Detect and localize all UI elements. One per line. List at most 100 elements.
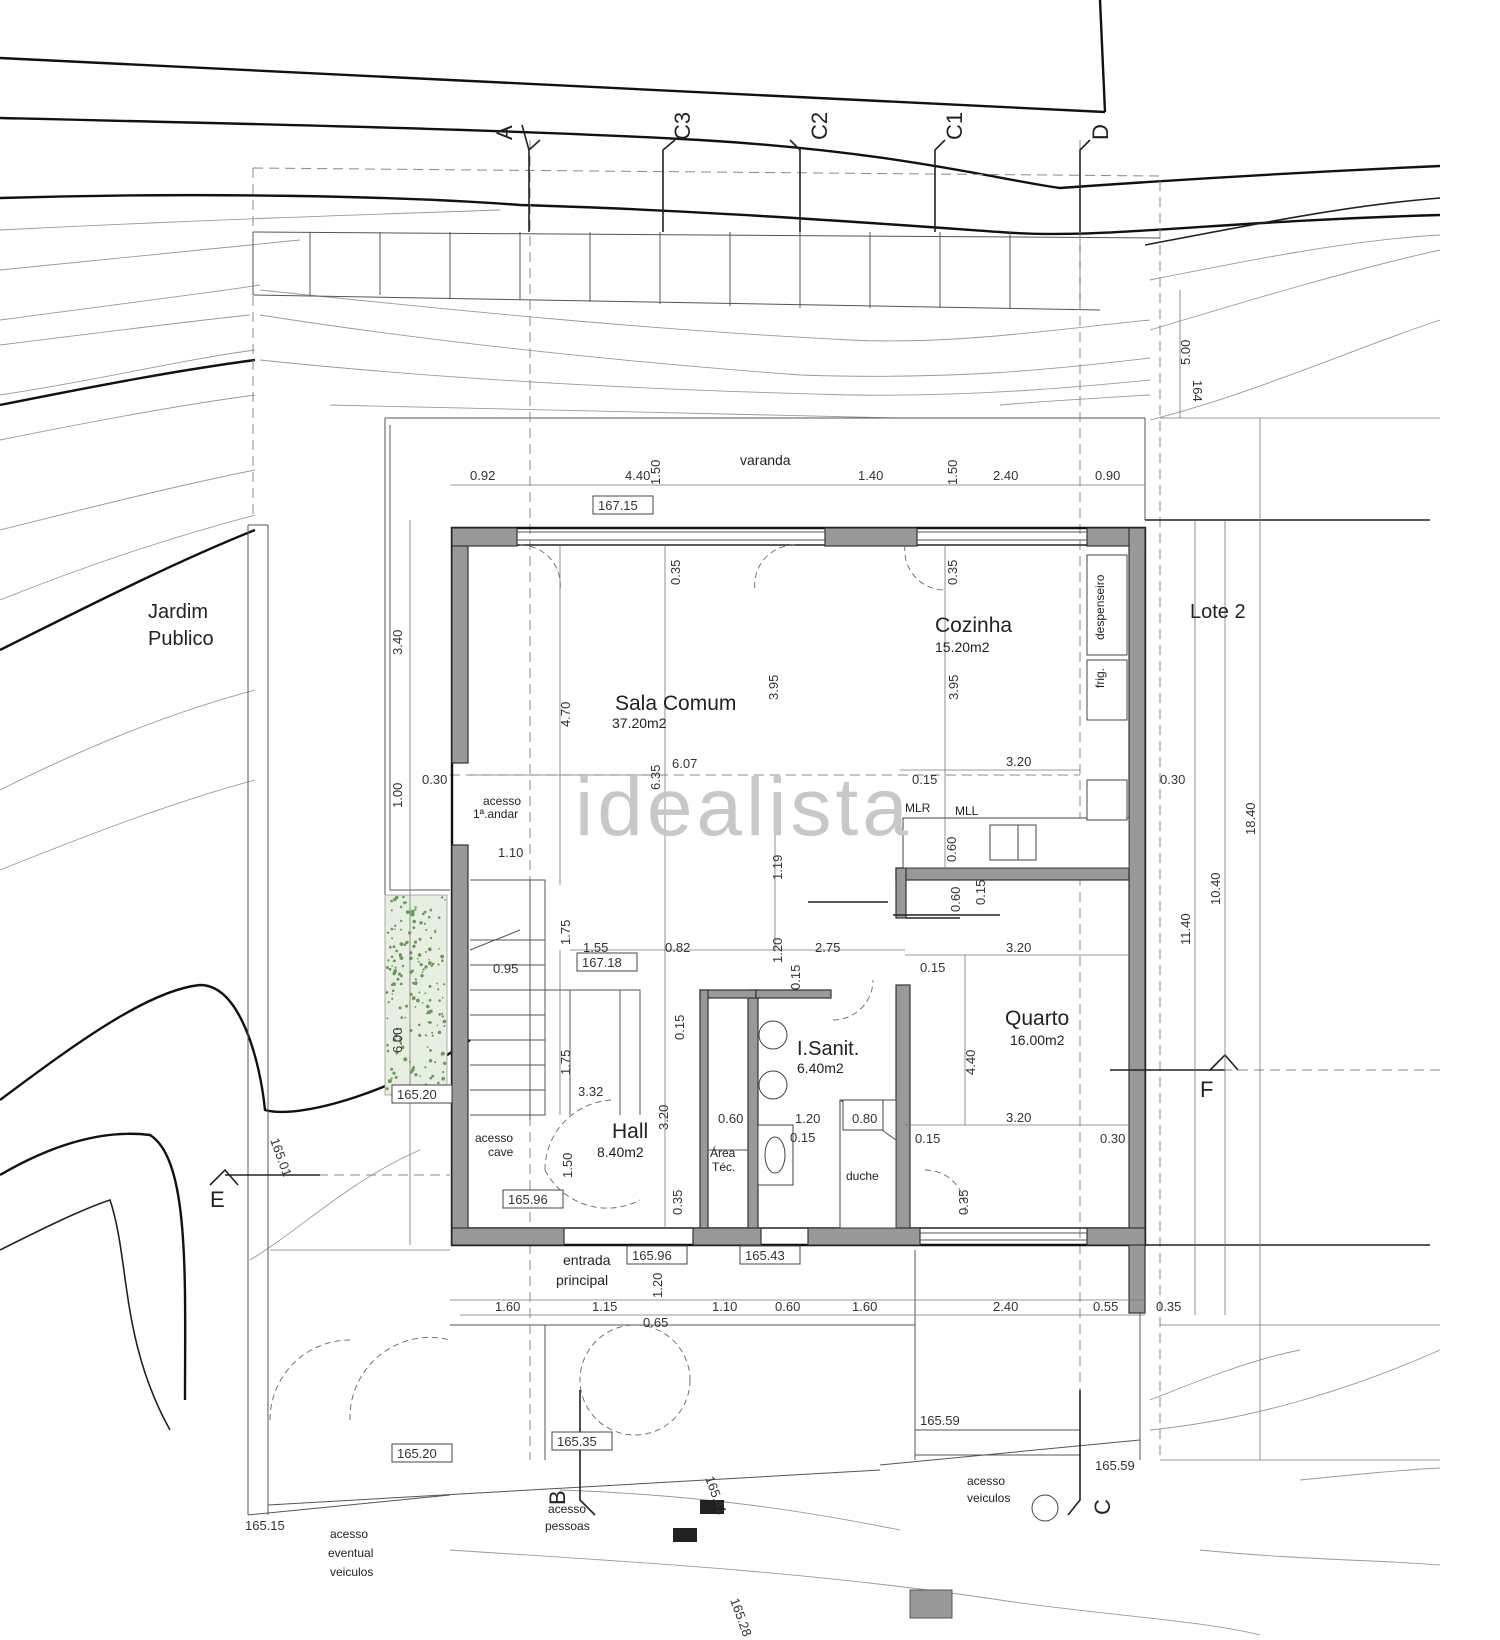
- dim-18-40: 18.40: [1243, 802, 1258, 835]
- dim-3-20-b: 3.20: [1006, 940, 1031, 955]
- acesso-eventual-label-3: veiculos: [330, 1565, 373, 1579]
- dim-0-15-f: 0.15: [790, 1130, 815, 1145]
- lote-label: Lote 2: [1190, 601, 1246, 623]
- dim-0-30-c: 0.30: [1160, 772, 1185, 787]
- room-cozinha-area: 15.20m2: [935, 639, 990, 655]
- acesso-eventual-label-1: acesso: [330, 1527, 368, 1541]
- dim-0-15-c: 0.15: [788, 965, 803, 990]
- room-isanit-name: I.Sanit.: [797, 1038, 859, 1060]
- dim-1-19: 1.19: [770, 855, 785, 880]
- dim-0-90: 0.90: [1095, 468, 1120, 483]
- level-165-35: 165.35: [557, 1434, 597, 1449]
- duche-label: duche: [846, 1169, 879, 1183]
- section-f-label: F: [1200, 1077, 1213, 1102]
- level-165-20-garden: 165.20: [397, 1446, 437, 1461]
- dim-3-20-d: 3.20: [656, 1105, 671, 1130]
- mlr-label: MLR: [905, 801, 931, 815]
- dim-0-15-e: 0.15: [672, 1015, 687, 1040]
- entrada-label-2: principal: [556, 1272, 608, 1288]
- dim-1-00: 1.00: [390, 783, 405, 808]
- section-d-label: D: [1088, 124, 1113, 140]
- acesso-veiculos-label-1: acesso: [967, 1474, 1005, 1488]
- dim-2-40-a: 2.40: [993, 468, 1018, 483]
- dim-5-00: 5.00: [1178, 340, 1193, 365]
- section-a-label: A: [492, 125, 517, 140]
- dim-0-60-b: 0.60: [948, 887, 963, 912]
- dim-6-35: 6.35: [648, 765, 663, 790]
- dimension-lines: [409, 290, 1261, 1460]
- dim-4-40: 4.40: [625, 468, 650, 483]
- room-quarto-name: Quarto: [1005, 1007, 1069, 1030]
- dim-1-20-a: 1.20: [770, 938, 785, 963]
- dim-0-65: 0.65: [643, 1315, 668, 1330]
- jardim-label-2: Publico: [148, 628, 214, 650]
- section-e-label: E: [210, 1187, 225, 1212]
- despenseiro-label: despenseiro: [1093, 574, 1107, 640]
- level-165-59-corner: 165.59: [1095, 1458, 1135, 1473]
- section-c3-label: C3: [670, 112, 695, 140]
- dim-6-00: 6.00: [390, 1028, 405, 1053]
- frig-label: frig.: [1093, 668, 1107, 688]
- dim-1-55: 1.55: [583, 940, 608, 955]
- building-walls: [269, 526, 1147, 1619]
- entrada-label-1: entrada: [563, 1252, 611, 1268]
- dim-0-35-d: 0.35: [956, 1190, 971, 1215]
- dim-3-20-a: 3.20: [1006, 754, 1031, 769]
- dim-1-50-b: 1.50: [945, 460, 960, 485]
- dim-0-80: 0.80: [852, 1111, 877, 1126]
- dim-0-15-a: 0.15: [912, 772, 937, 787]
- dim-0-15-b: 0.15: [973, 880, 988, 905]
- dim-0-55: 0.55: [1093, 1299, 1118, 1314]
- level-165-96-hall: 165.96: [508, 1192, 548, 1207]
- level-165-20-hedge: 165.20: [397, 1087, 437, 1102]
- dimension-values: 0.92 4.40 1.50 1.40 1.50 2.40 0.90 0.35 …: [390, 340, 1258, 1330]
- level-165-01: 165.01: [267, 1136, 295, 1178]
- acesso-veiculos-label-2: veiculos: [967, 1491, 1010, 1505]
- dim-11-40: 11.40: [1178, 913, 1193, 945]
- dim-3-32: 3.32: [578, 1084, 603, 1099]
- terrain-contours: [0, 0, 1441, 1636]
- level-165-43: 165.43: [745, 1248, 785, 1263]
- room-quarto-area: 16.00m2: [1010, 1032, 1065, 1048]
- room-isanit-area: 6.40m2: [797, 1060, 844, 1076]
- dim-2-75: 2.75: [815, 940, 840, 955]
- mll-label: MLL: [955, 804, 979, 818]
- section-c-label: C: [1090, 1499, 1115, 1515]
- dim-1-60-a: 1.60: [495, 1299, 520, 1314]
- room-sala-area: 37.20m2: [612, 715, 667, 731]
- level-164: 164: [1190, 380, 1205, 402]
- dim-1-75-a: 1.75: [558, 920, 573, 945]
- dim-3-40: 3.40: [390, 630, 405, 655]
- level-167-15: 167.15: [598, 498, 638, 513]
- level-165-15: 165.15: [245, 1518, 285, 1533]
- dim-0-15-d: 0.15: [920, 960, 945, 975]
- dim-0-60-c: 0.60: [718, 1111, 743, 1126]
- dim-1-60-b: 1.60: [852, 1299, 877, 1314]
- dim-1-10-b: 1.10: [712, 1299, 737, 1314]
- hedge: [384, 894, 448, 1096]
- dim-0-35-a: 0.35: [668, 560, 683, 585]
- dim-0-60-a: 0.60: [944, 837, 959, 862]
- acesso-andar-label-2: 1ª.andar: [473, 807, 518, 821]
- room-cozinha-name: Cozinha: [935, 614, 1012, 637]
- room-hall-area: 8.40m2: [597, 1144, 644, 1160]
- room-hall-name: Hall: [612, 1120, 648, 1143]
- level-165-59-drive: 165.59: [920, 1413, 960, 1428]
- acesso-eventual-label-2: eventual: [328, 1546, 373, 1560]
- dim-0-82: 0.82: [665, 940, 690, 955]
- watermark: idealista: [575, 762, 912, 853]
- level-165-28: 165.28: [727, 1596, 755, 1638]
- dim-2-40-b: 2.40: [993, 1299, 1018, 1314]
- dim-0-35-c: 0.35: [670, 1190, 685, 1215]
- dim-1-75-b: 1.75: [558, 1050, 573, 1075]
- level-boxes: [391, 495, 801, 1463]
- acesso-pessoas-label-2: pessoas: [545, 1519, 590, 1533]
- dim-1-20-b: 1.20: [795, 1111, 820, 1126]
- section-b-label: B: [545, 1490, 570, 1505]
- section-c1-label: C1: [942, 112, 967, 140]
- area-tec-label-2: Téc.: [712, 1160, 735, 1174]
- dim-6-07: 6.07: [672, 756, 697, 771]
- dim-1-15: 1.15: [592, 1299, 617, 1314]
- dim-0-60-d: 0.60: [775, 1299, 800, 1314]
